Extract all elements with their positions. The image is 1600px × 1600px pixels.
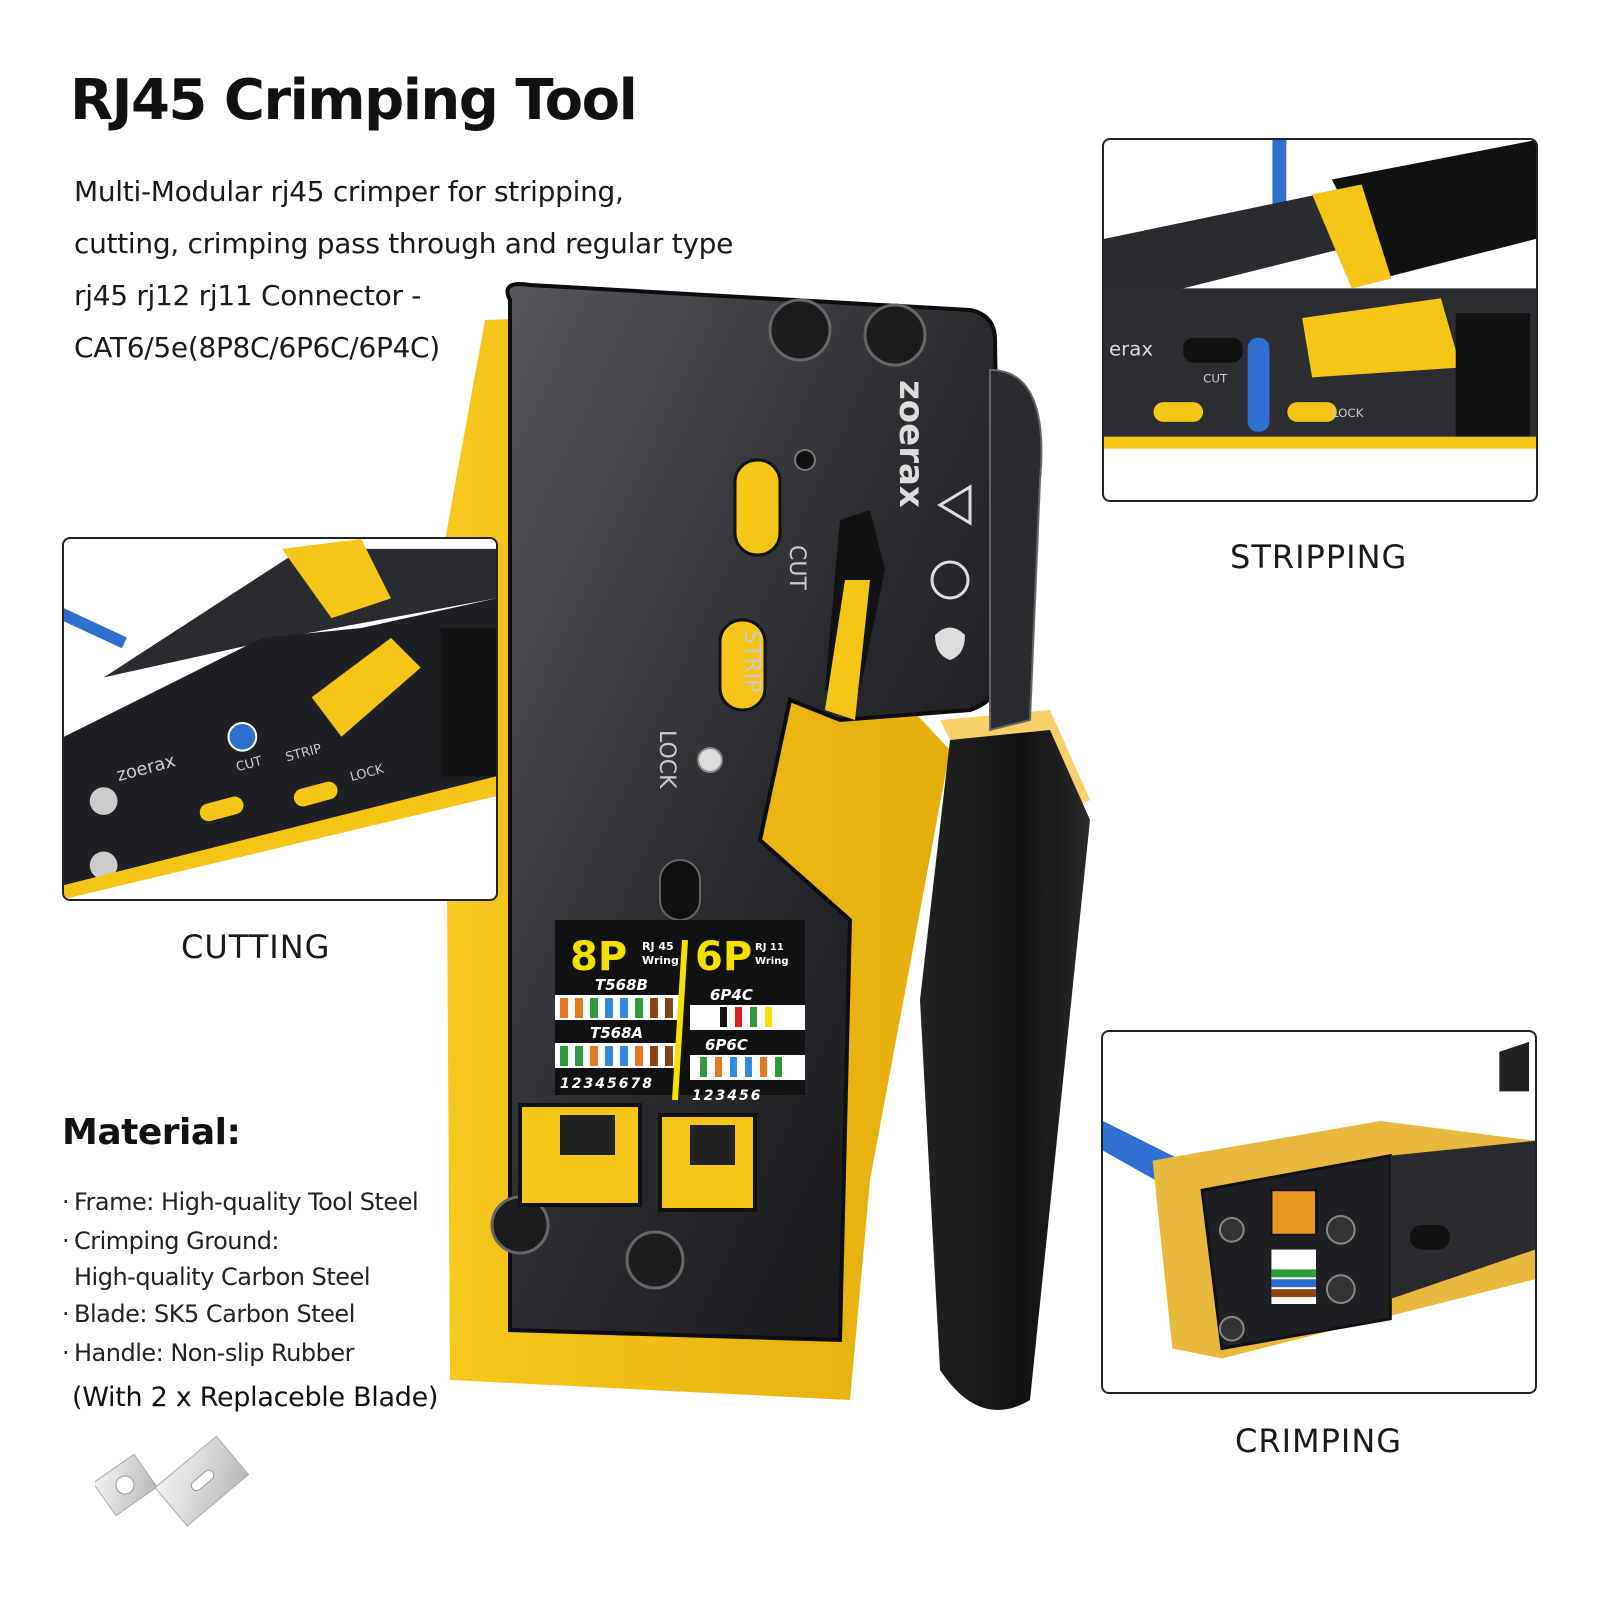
- cutting-panel: zoerax CUT STRIP LOCK: [62, 537, 498, 901]
- cutting-caption: CUTTING: [181, 928, 331, 966]
- svg-text:Wring: Wring: [642, 954, 679, 967]
- svg-text:LOCK: LOCK: [1332, 406, 1365, 420]
- small-blade-icon: [92, 1453, 158, 1517]
- material-item-frame: Frame: High-quality Tool Steel: [62, 1184, 419, 1221]
- goggles-icon: [935, 627, 965, 660]
- svg-text:T568A: T568A: [590, 1024, 643, 1042]
- no-hands-icon: [930, 560, 970, 600]
- svg-text:6P6C: 6P6C: [705, 1036, 748, 1054]
- svg-text:6P: 6P: [695, 934, 752, 980]
- warning-icon: [937, 484, 972, 526]
- replaceable-blade-note: (With 2 x Replaceble Blade): [72, 1382, 439, 1413]
- svg-text:8P: 8P: [570, 934, 627, 980]
- material-item-crimping-ground: Crimping Ground:High-quality Carbon Stee…: [62, 1223, 418, 1294]
- crimping-panel: [1101, 1030, 1537, 1394]
- svg-text:CUT: CUT: [235, 754, 264, 775]
- svg-text:6P4C: 6P4C: [710, 986, 753, 1004]
- crimping-tool-image: zoerax CUT STRIP LOCK 8P RJ 45 Wring 6P …: [430, 280, 1110, 1430]
- wiring-chart: 8P RJ 45 Wring 6P RJ 11 Wring T568B 6P4C…: [555, 920, 805, 1104]
- svg-text:123456: 123456: [692, 1088, 762, 1104]
- material-list: Frame: High-quality Tool Steel Crimping …: [62, 1184, 419, 1374]
- svg-text:erax: erax: [1109, 338, 1153, 361]
- crimping-caption: CRIMPING: [1235, 1422, 1403, 1460]
- svg-text:T568B: T568B: [595, 976, 648, 994]
- svg-text:RJ 45: RJ 45: [642, 940, 674, 953]
- svg-text:Wring: Wring: [755, 956, 789, 967]
- svg-text:CUT: CUT: [1203, 371, 1228, 385]
- replaceable-blades-image: [92, 1435, 255, 1535]
- stripping-caption: STRIPPING: [1230, 538, 1408, 576]
- stripping-panel: erax CUT LOCK: [1102, 138, 1538, 502]
- lock-label: LOCK: [654, 730, 679, 789]
- svg-text:RJ 11: RJ 11: [755, 942, 784, 953]
- material-heading: Material:: [62, 1112, 241, 1153]
- material-item-blade: Blade: SK5 Carbon Steel: [62, 1296, 418, 1333]
- large-blade-icon: [154, 1435, 250, 1527]
- product-description: Multi-Modular rj45 crimper for stripping…: [74, 175, 734, 364]
- page-title: RJ45 Crimping Tool: [70, 68, 638, 133]
- cut-label: CUT: [784, 545, 809, 590]
- strip-label: STRIP: [739, 630, 764, 692]
- svg-text:12345678: 12345678: [560, 1076, 654, 1092]
- brand-logo: zoerax: [891, 380, 931, 508]
- material-item-handle: Handle: Non-slip Rubber: [62, 1335, 418, 1372]
